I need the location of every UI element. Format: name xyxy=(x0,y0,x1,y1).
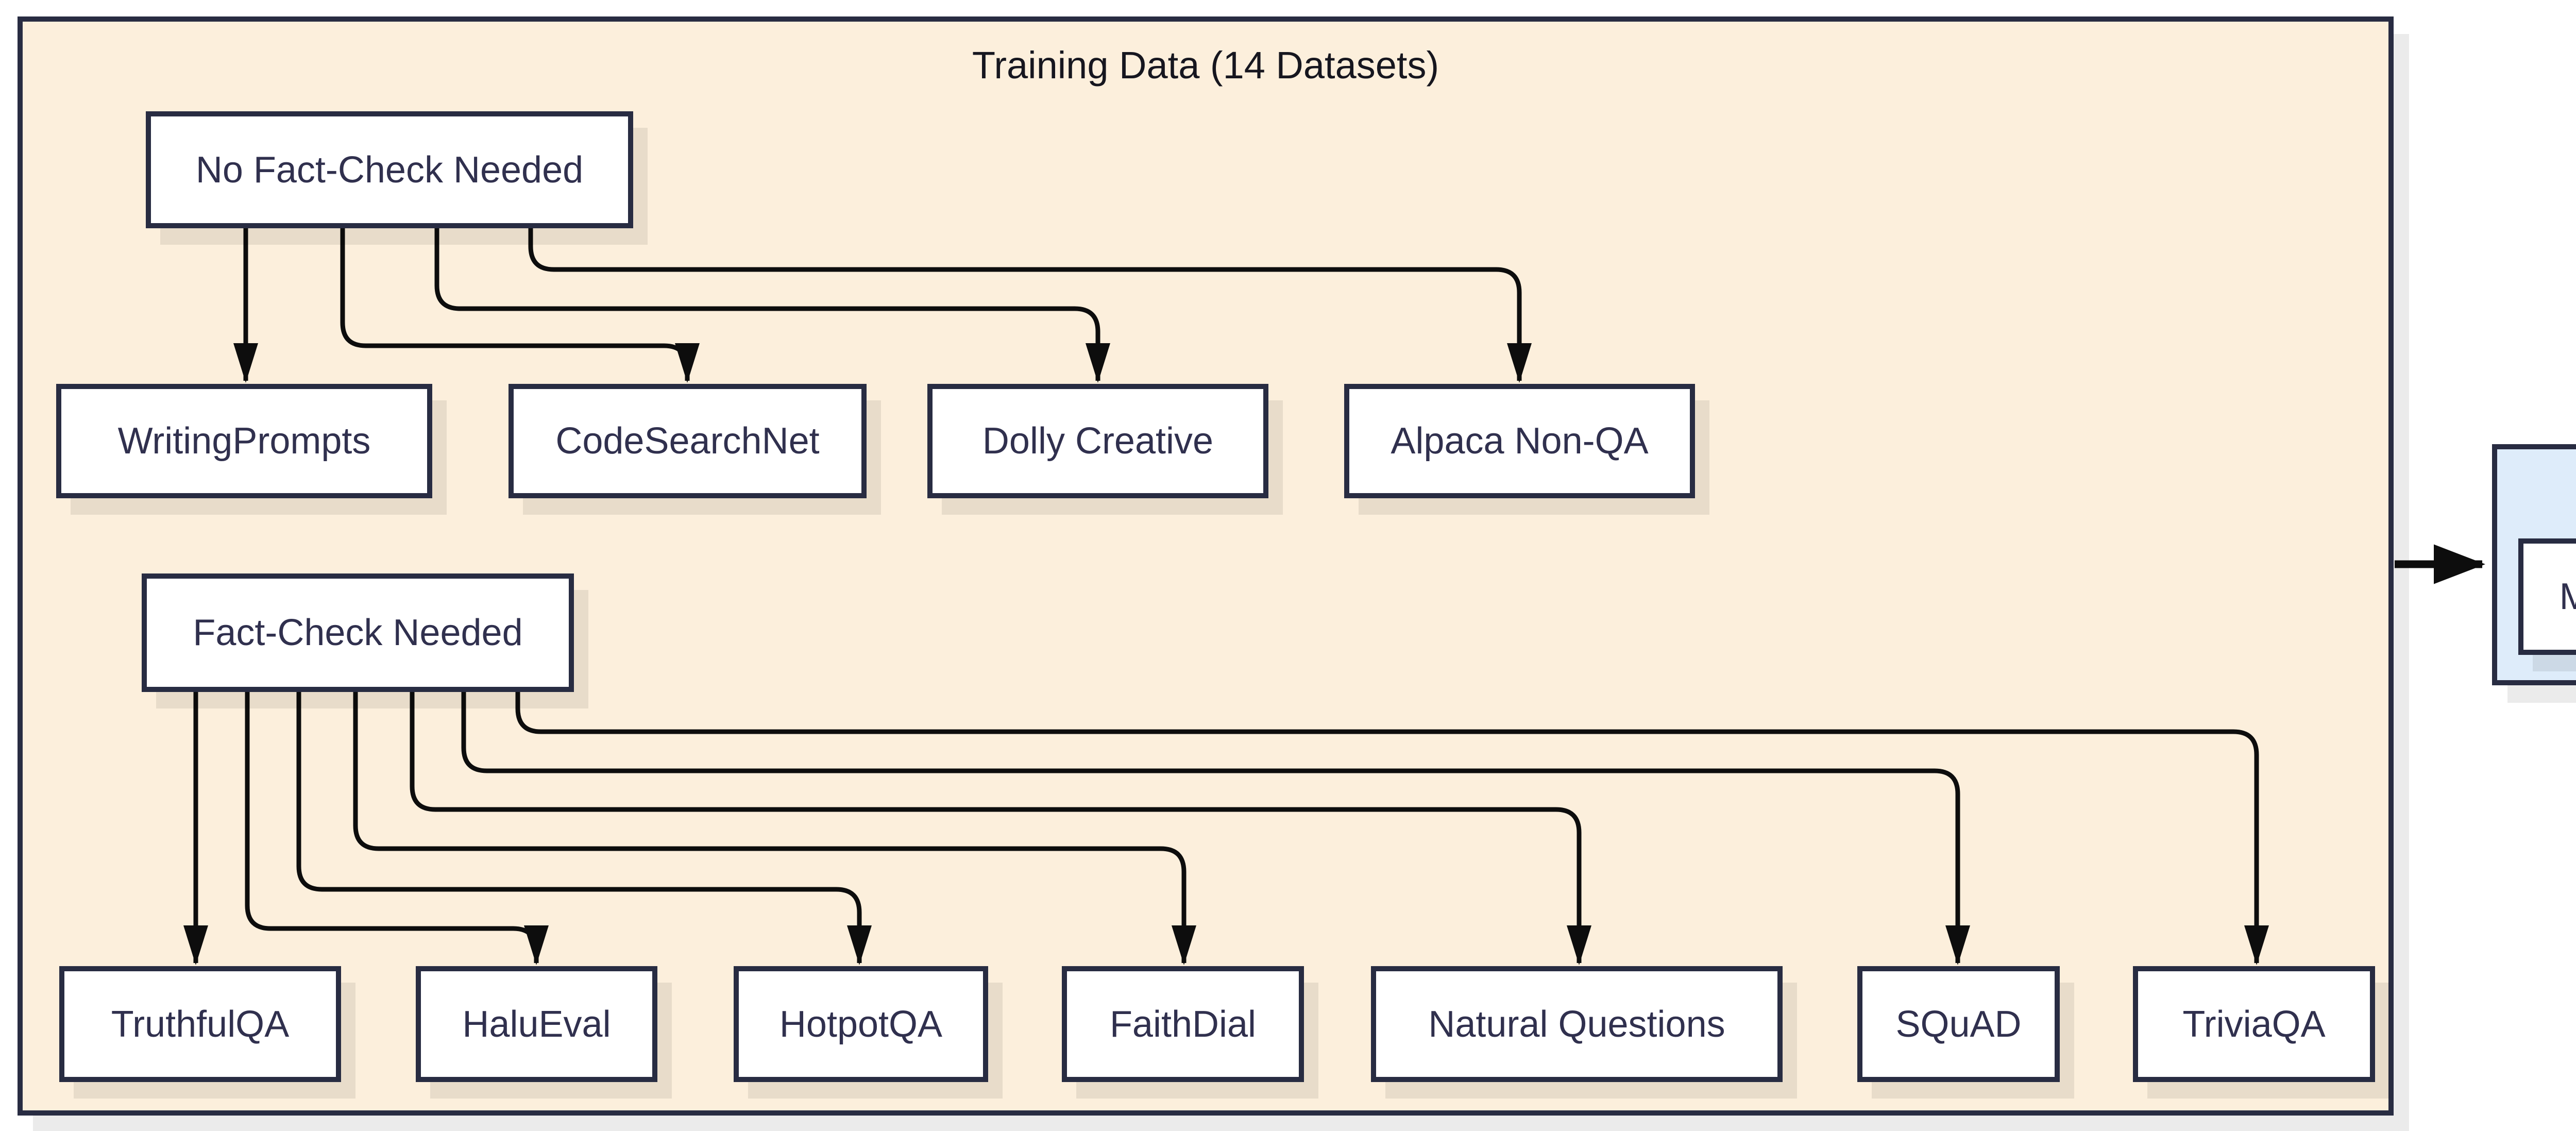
node-dolly-creative: Dolly Creative xyxy=(927,384,1268,498)
edge-factcheck-squad xyxy=(461,692,1970,965)
edge-factcheck-triviaqa xyxy=(515,692,2269,965)
node-label: ModernBERT Base xyxy=(2559,576,2576,617)
node-label: CodeSearchNet xyxy=(555,420,820,462)
node-halueval: HaluEval xyxy=(416,966,657,1082)
node-label: Fact-Check Needed xyxy=(193,612,523,653)
node-fact-check-needed: Fact-Check Needed xyxy=(142,573,574,692)
node-triviaqa: TriviaQA xyxy=(2133,966,2375,1082)
node-truthfulqa: TruthfulQA xyxy=(59,966,341,1082)
edge-factcheck-faithdial xyxy=(353,692,1196,965)
node-codesearchnet: CodeSearchNet xyxy=(509,384,867,498)
edge-factcheck-hotpotqa xyxy=(296,692,872,965)
node-no-fact-check-needed: No Fact-Check Needed xyxy=(146,111,633,228)
node-squad: SQuAD xyxy=(1857,966,2060,1082)
node-label: Natural Questions xyxy=(1428,1003,1725,1045)
node-label: SQuAD xyxy=(1895,1003,2022,1045)
node-modernbert-base: ModernBERT Base xyxy=(2518,538,2576,655)
node-label: WritingPrompts xyxy=(117,420,371,462)
node-label: Dolly Creative xyxy=(982,420,1214,462)
node-faithdial: FaithDial xyxy=(1062,966,1304,1082)
node-natural-questions: Natural Questions xyxy=(1371,966,1783,1082)
node-label: Alpaca Non-QA xyxy=(1391,420,1649,462)
node-alpaca-non-qa: Alpaca Non-QA xyxy=(1344,384,1695,498)
node-hotpotqa: HotpotQA xyxy=(734,966,988,1082)
edge-nofactcheck-dollycreative xyxy=(434,228,1110,383)
node-label: HotpotQA xyxy=(779,1003,943,1045)
edge-nofactcheck-alpacanonqa xyxy=(528,228,1532,383)
training-data-title: Training Data (14 Datasets) xyxy=(972,44,1439,87)
node-label: TriviaQA xyxy=(2182,1003,2326,1045)
node-label: HaluEval xyxy=(462,1003,611,1045)
node-label: TruthfulQA xyxy=(111,1003,290,1045)
edge-factcheck-naturalquestions xyxy=(410,692,1591,965)
node-label: No Fact-Check Needed xyxy=(195,149,584,191)
edge-factcheck-halueval xyxy=(245,692,549,965)
node-label: FaithDial xyxy=(1109,1003,1257,1045)
node-writingprompts: WritingPrompts xyxy=(56,384,432,498)
edge-nofactcheck-codesearchnet xyxy=(340,228,700,383)
